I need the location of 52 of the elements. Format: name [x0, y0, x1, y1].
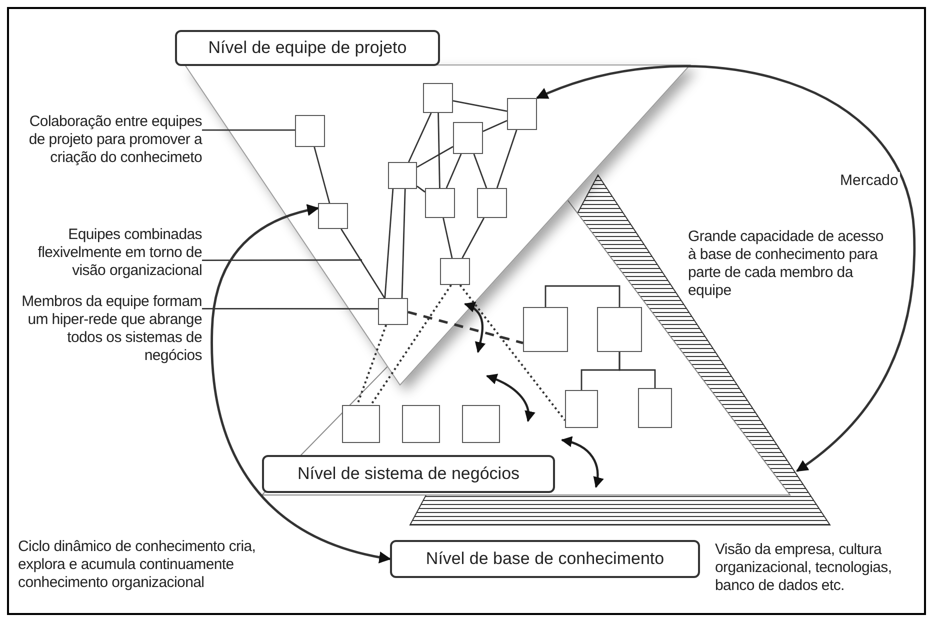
callout-text: Colaboração entre equipes de projeto para promover a criação do conhecimeto [15, 113, 202, 167]
square-node [342, 405, 380, 443]
connector-line [442, 218, 453, 258]
note-text: Grande capacidade de acesso à base de conhecimento para parte de cada membro da equipe [688, 228, 884, 300]
callout-text: Membros da equipe formam um hiper-rede que abrange todos os sistemas de negócios [15, 293, 202, 365]
connector-line [416, 186, 426, 193]
connector-line [408, 112, 432, 162]
dotted-line [459, 284, 566, 422]
connector-line [384, 188, 394, 298]
connector-line [496, 130, 518, 188]
curved-arrow [536, 65, 916, 472]
leader-line [202, 129, 295, 131]
square-node [425, 188, 455, 218]
square-node [507, 98, 537, 130]
connector-line [340, 228, 386, 298]
square-node [440, 258, 470, 285]
square-node [295, 115, 325, 147]
square-node [477, 188, 507, 218]
square-node [462, 405, 500, 443]
square-node [597, 307, 642, 352]
connector-line [401, 188, 406, 298]
connector-line [618, 352, 656, 388]
level-label: Nível de equipe de projeto [175, 30, 440, 66]
connector-line [462, 218, 485, 258]
square-node [565, 390, 598, 428]
curved-arrow [210, 204, 392, 563]
connector-line [544, 285, 620, 307]
connector-line [438, 112, 440, 188]
connector-line [446, 154, 462, 188]
leader-line [202, 308, 378, 310]
square-node [378, 298, 408, 325]
dotted-line [356, 324, 388, 406]
connector-line [473, 154, 488, 188]
note-text: Visão da empresa, cultura organizacional, tecnologias, banco de dados etc. [715, 541, 893, 595]
note-text: Ciclo dinâmico de conhecimento cria, explora e acumula continuamente conhecimento organizacional [18, 538, 257, 592]
square-node [453, 122, 483, 154]
connector-line [314, 146, 330, 204]
callout-text: Equipes combinadas flexivelmente em torno de visão organizacional [15, 226, 202, 280]
leader-line [202, 259, 362, 262]
square-node [318, 203, 348, 229]
square-node [388, 162, 417, 189]
connector-line [416, 146, 454, 168]
level-label: Nível de base de conhecimento [390, 540, 700, 578]
square-node [638, 388, 672, 428]
dotted-line [370, 284, 452, 406]
dashed-line [408, 310, 524, 344]
square-node [423, 83, 453, 113]
level-label: Nível de sistema de negócios [262, 455, 555, 493]
square-node [523, 307, 568, 352]
connector-line [482, 120, 508, 132]
connector-line [452, 100, 508, 112]
square-node [402, 405, 440, 443]
